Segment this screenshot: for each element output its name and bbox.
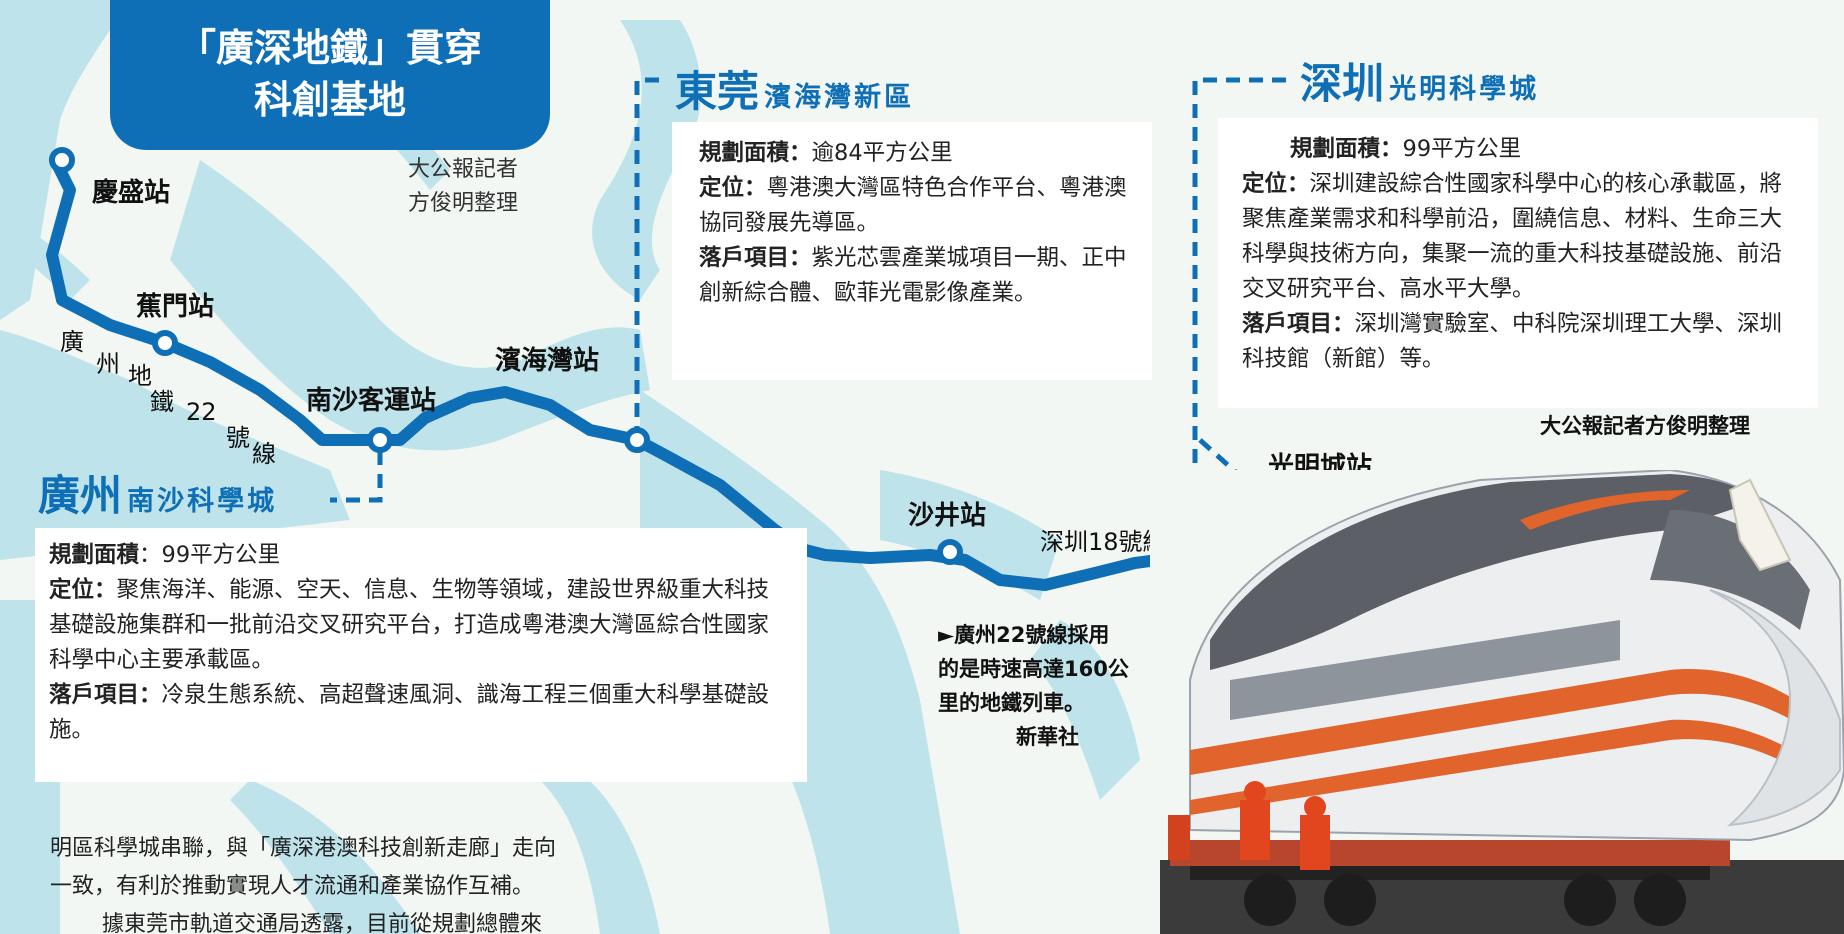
- dongguan-area: 規劃面積：逾84平方公里: [699, 140, 953, 166]
- station-label-binhaiwan: 濱海灣站: [495, 346, 600, 376]
- station-marker-qingsheng: [49, 147, 75, 173]
- article-body-text: 明區科學城串聯，與「廣深港澳科技創新走廊」走向 一致，有利於推動實現人才流通和產…: [50, 830, 556, 934]
- dashed-connectors: [322, 77, 1302, 555]
- caption-line2: 的是時速高達160公: [938, 657, 1129, 681]
- dongguan-position: 定位：粵港澳大灣區特色合作平台、粵港澳協同發展先導區。: [699, 175, 1127, 236]
- region-sub-guangzhou: 南沙科學城: [127, 486, 278, 517]
- line22-char-7: 線: [252, 440, 276, 468]
- line22-char-3: 地: [128, 362, 152, 390]
- shenzhen-position: 定位：深圳建設綜合性國家科學中心的核心承載區，將聚焦產業需求和科學前沿，圍繞信息…: [1242, 171, 1783, 302]
- dashed-connector-shenzhen: [1192, 77, 1290, 555]
- credit-line2: 方俊明整理: [408, 191, 519, 216]
- region-sub-dongguan: 濱海灣新區: [764, 82, 915, 113]
- caption-line3: 里的地鐵列車。: [938, 691, 1085, 715]
- info-card-shenzhen: 規劃面積：99平方公里 定位：深圳建設綜合性國家科學中心的核心承載區，將聚焦產業…: [1218, 118, 1818, 408]
- info-card-dongguan: 規劃面積：逾84平方公里 定位：粵港澳大灣區特色合作平台、粵港澳協同發展先導區。…: [672, 122, 1152, 380]
- shenzhen-credit: 大公報記者方俊明整理: [1540, 414, 1750, 438]
- train-photo: [1150, 470, 1844, 934]
- credit-line1: 大公報記者: [408, 157, 519, 182]
- region-heading-guangzhou: 廣州 南沙科學城: [38, 462, 277, 523]
- caption-source: 新華社: [1016, 725, 1079, 749]
- guangzhou-projects: 落戶項目：冷泉生態系統、高超聲速風洞、識海工程三個重大科學基礎設施。: [49, 682, 770, 743]
- station-label-shajing: 沙井站: [908, 501, 987, 531]
- station-label-qingsheng: 慶盛站: [92, 178, 171, 208]
- shenzhen-area: 規劃面積：99平方公里: [1290, 136, 1522, 162]
- body-line2: 一致，有利於推動實現人才流通和產業協作互補。: [50, 874, 535, 899]
- line22-char-4: 鐵: [150, 388, 174, 416]
- train-illustration: [1150, 470, 1844, 934]
- station-marker-jiaomen: [152, 330, 178, 356]
- guangzhou-area: 規劃面積：99平方公里: [49, 542, 281, 568]
- station-label-jiaomen: 蕉門站: [136, 292, 215, 322]
- region-heading-shenzhen: 深圳 光明科學城: [1300, 50, 1539, 111]
- station-marker-binhaiwan: [624, 427, 650, 453]
- station-marker-nansha: [367, 427, 393, 453]
- region-heading-dongguan: 東莞 濱海灣新區: [675, 58, 914, 119]
- station-marker-shajing: [937, 539, 963, 565]
- region-sub-shenzhen: 光明科學城: [1389, 74, 1540, 105]
- caption-line1: ►廣州22號線採用: [938, 623, 1110, 647]
- line22-char-5: 22: [186, 398, 217, 426]
- dashed-connector-guangzhou: [322, 437, 383, 503]
- shenzhen-projects: 落戶項目：深圳灣實驗室、中科院深圳理工大學、深圳科技館（新館）等。: [1242, 311, 1783, 372]
- map-credit: 大公報記者 方俊明整理: [408, 153, 518, 221]
- water-area: [0, 0, 1140, 934]
- region-name-guangzhou: 廣州: [38, 471, 123, 520]
- metro-route-line: [46, 154, 1306, 591]
- body-line1: 明區科學城串聯，與「廣深港澳科技創新走廊」走向: [50, 836, 557, 861]
- region-name-shenzhen: 深圳: [1300, 59, 1385, 108]
- guangzhou-position: 定位：聚焦海洋、能源、空天、信息、生物等領域，建設世界級重大科技基礎設施集群和一…: [49, 577, 770, 673]
- title-line1: 「廣深地鐵」貫穿: [177, 26, 482, 70]
- dashed-connector-dongguan: [634, 77, 665, 440]
- line22-char-1: 廣: [60, 328, 84, 356]
- info-card-guangzhou: 規劃面積：99平方公里 定位：聚焦海洋、能源、空天、信息、生物等領域，建設世界級…: [35, 528, 807, 782]
- line22-char-2: 州: [96, 350, 120, 378]
- title-line2: 科創基地: [253, 78, 406, 122]
- body-line3: 據東莞市軌道交通局透露，目前從規劃總體來: [102, 912, 543, 934]
- photo-caption: ►廣州22號線採用 的是時速高達160公 里的地鐵列車。 新華社: [938, 618, 1129, 754]
- dongguan-projects: 落戶項目：紫光芯雲產業城項目一期、正中創新綜合體、歐菲光電影像產業。: [699, 245, 1127, 306]
- line18-label: 深圳18號線: [1040, 528, 1167, 556]
- title-banner: 「廣深地鐵」貫穿 科創基地: [110, 0, 550, 150]
- line22-char-6: 號: [226, 424, 250, 452]
- region-name-dongguan: 東莞: [675, 67, 760, 116]
- station-label-nansha-passenger: 南沙客運站: [306, 386, 437, 416]
